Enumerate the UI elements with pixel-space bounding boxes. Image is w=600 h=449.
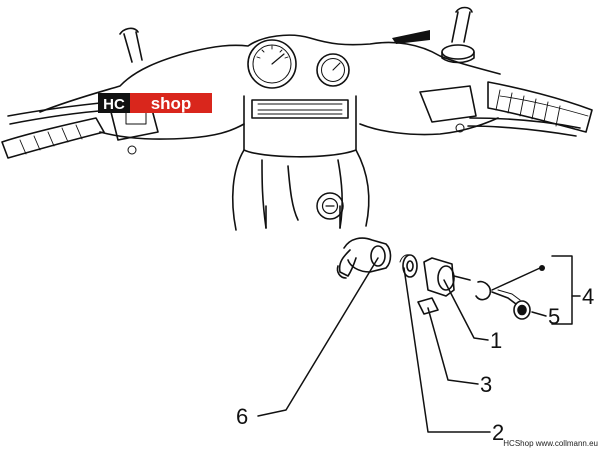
- callout-4: 4: [582, 284, 594, 309]
- logo-right-bg: [130, 93, 212, 113]
- logo-left-text: HC: [103, 96, 125, 113]
- part-3-pad: [417, 297, 439, 315]
- hc-shop-logo: HC shop: [98, 93, 212, 113]
- callout-6: 6: [236, 404, 248, 429]
- footer-watermark: HCShop www.collmann.eu: [503, 439, 598, 448]
- callout-2: 2: [492, 420, 504, 445]
- ignition-lock-exploded: [336, 237, 531, 320]
- callout-5: 5: [548, 304, 560, 329]
- part-6-housing: [336, 237, 392, 279]
- part-2-washer: [399, 254, 418, 278]
- part-4-dot: [539, 265, 545, 271]
- logo-left-bg: [98, 93, 130, 113]
- part-1-cylinder: [423, 257, 471, 297]
- logo-right-text: shop: [151, 94, 192, 113]
- callout-3: 3: [480, 372, 492, 397]
- part-4-key-barrel: [475, 280, 521, 305]
- handlebar-assembly: [1, 6, 593, 231]
- leader-lines: [257, 255, 581, 433]
- part-5-key-head: [513, 300, 531, 320]
- callout-1: 1: [490, 328, 502, 353]
